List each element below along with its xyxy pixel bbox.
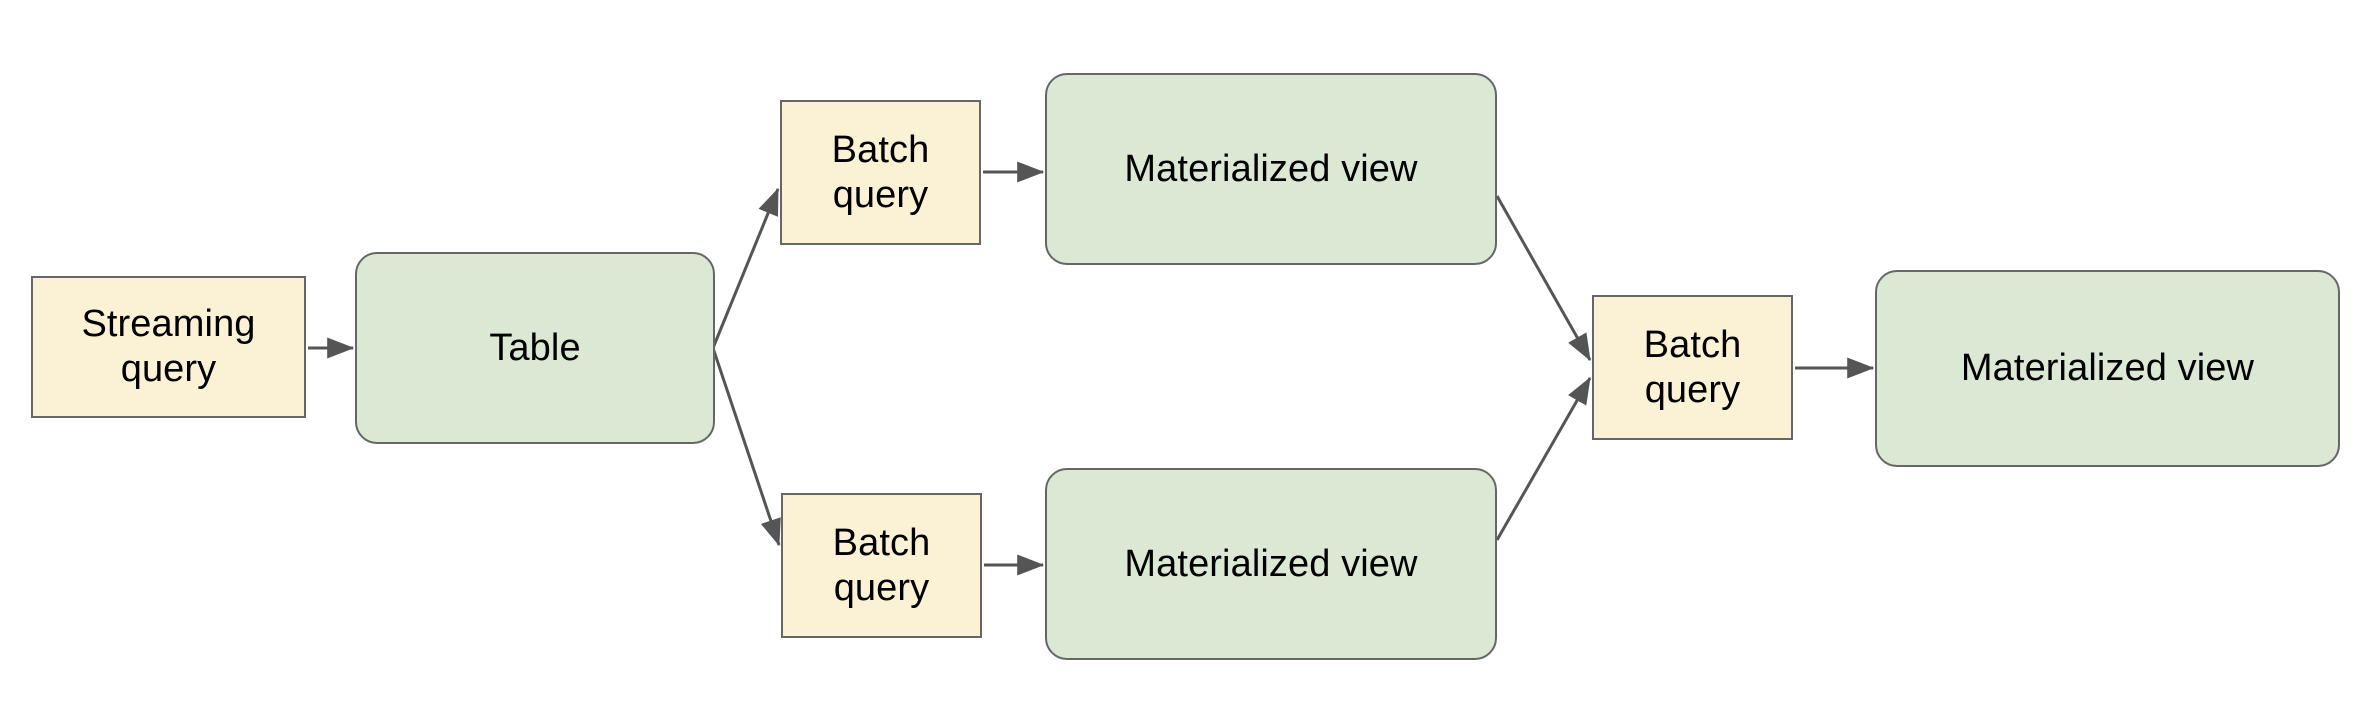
node-batch-query-bottom[interactable]: Batch query: [781, 493, 982, 638]
edge-table-to-batch-query-top: [711, 187, 780, 349]
edge-materialized-view-top-to-batch-query-merge: [1495, 195, 1592, 362]
node-materialized-view-top[interactable]: Materialized view: [1045, 73, 1497, 265]
edge-table-to-batch-query-bottom: [711, 347, 781, 547]
node-label-batch-query-bottom: Batch query: [832, 521, 931, 609]
node-label-batch-query-merge: Batch query: [1643, 323, 1742, 411]
node-label-materialized-view-bottom: Materialized view: [1124, 542, 1418, 585]
node-streaming-query[interactable]: Streaming query: [31, 276, 306, 418]
node-materialized-view-final[interactable]: Materialized view: [1875, 270, 2340, 467]
node-label-materialized-view-final: Materialized view: [1960, 347, 2255, 390]
node-label-streaming-query: Streaming query: [81, 303, 256, 390]
node-batch-query-merge[interactable]: Batch query: [1592, 295, 1793, 440]
node-label-table: Table: [489, 326, 581, 369]
node-table[interactable]: Table: [355, 252, 715, 444]
node-materialized-view-bottom[interactable]: Materialized view: [1045, 468, 1497, 660]
edge-materialized-view-bottom-to-batch-query-merge: [1495, 376, 1592, 541]
node-batch-query-top[interactable]: Batch query: [780, 100, 981, 245]
node-label-batch-query-top: Batch query: [831, 128, 930, 216]
node-label-materialized-view-top: Materialized view: [1124, 147, 1418, 190]
